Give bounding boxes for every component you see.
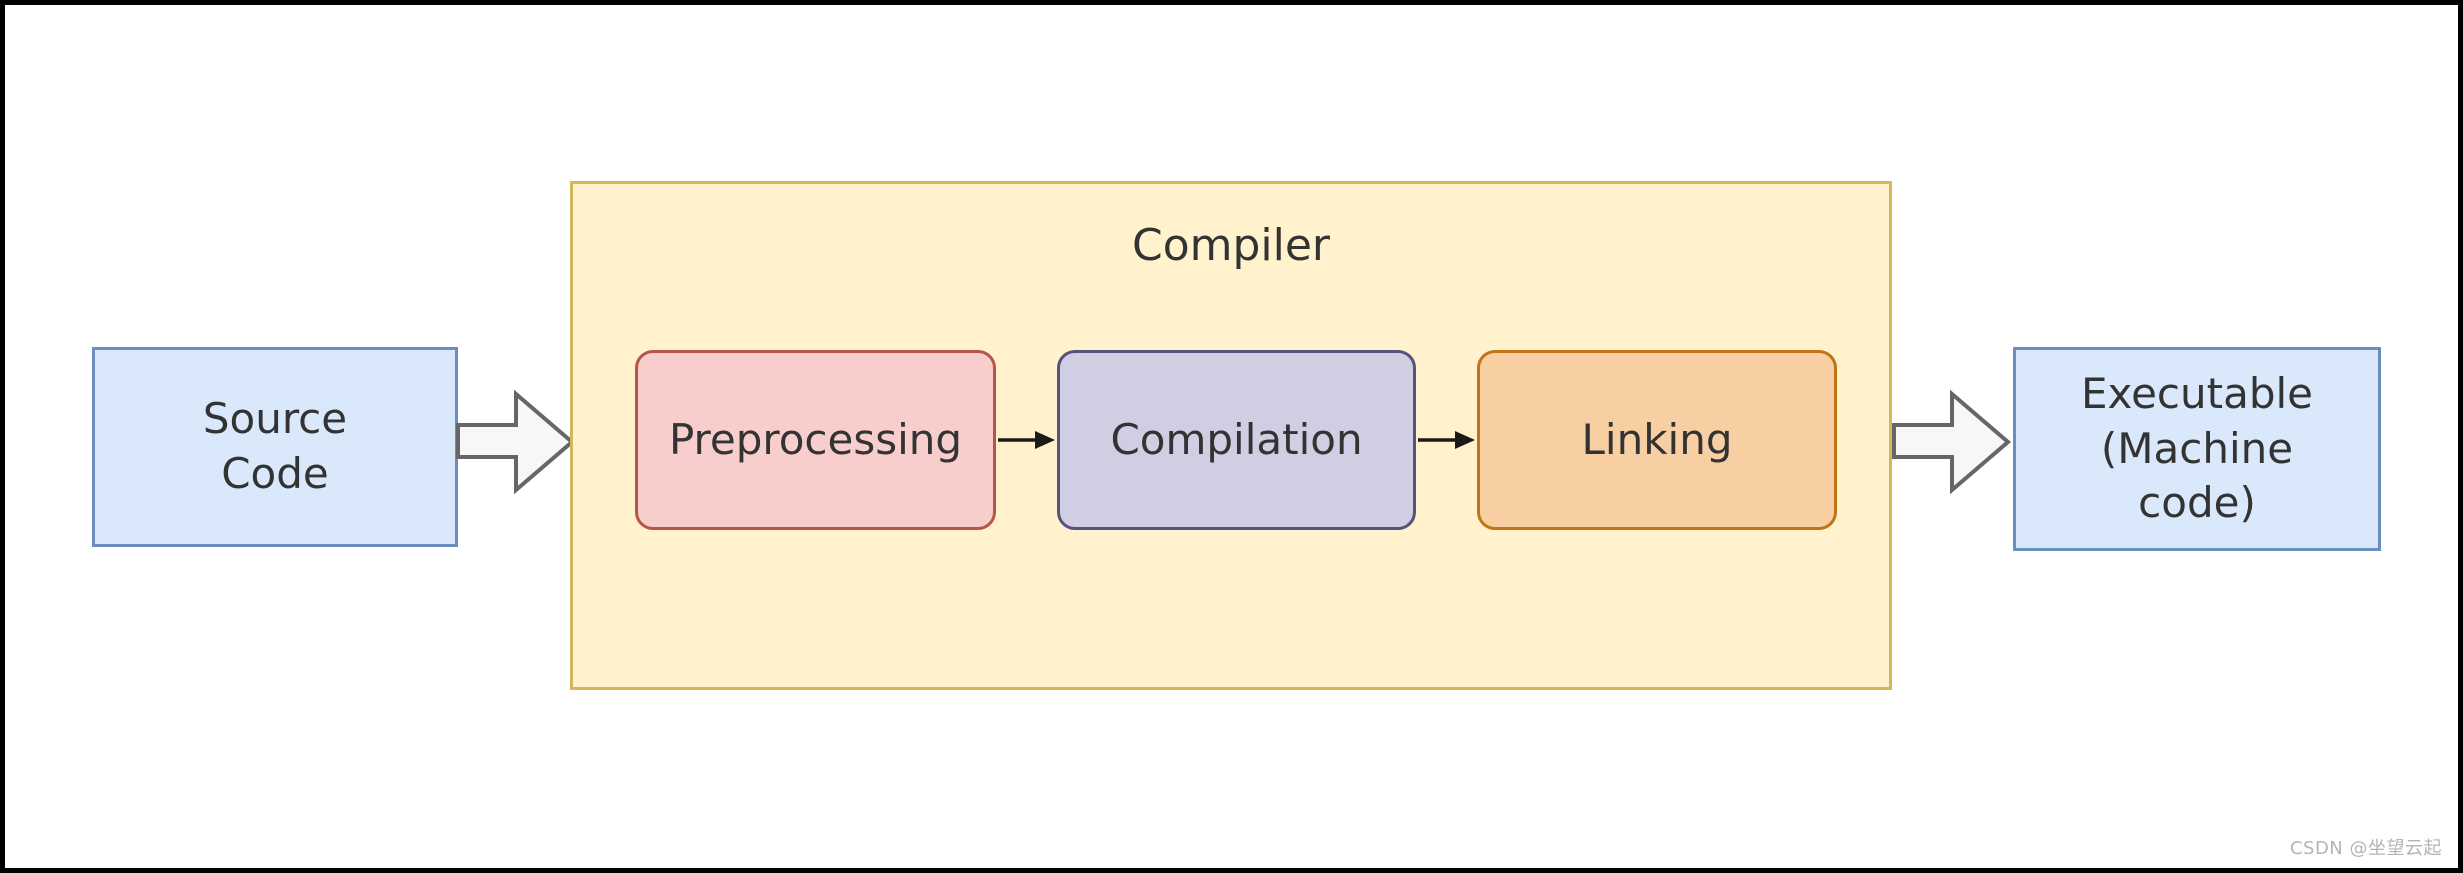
watermark: CSDN @坐望云起	[2289, 838, 2442, 859]
node-source-code: Source Code	[92, 347, 458, 547]
node-preprocessing: Preprocessing	[635, 350, 996, 530]
block-arrow-compiler-to-executable	[1892, 390, 2012, 494]
block-arrow-source-to-compiler	[456, 390, 576, 494]
compiler-group: Compiler Preprocessing Compilation Linki…	[570, 181, 1892, 690]
node-source-code-label: Source Code	[202, 394, 348, 498]
arrow-compilation-to-linking	[1418, 431, 1475, 449]
node-compilation-label: Compilation	[1110, 414, 1363, 464]
node-executable-label: Executable (Machine code)	[2080, 369, 2314, 528]
node-compilation: Compilation	[1057, 350, 1416, 530]
node-linking: Linking	[1477, 350, 1837, 530]
node-preprocessing-label: Preprocessing	[668, 414, 963, 464]
arrow-preprocessing-to-compilation	[998, 431, 1055, 449]
compiler-group-title: Compiler	[1131, 220, 1331, 271]
node-executable: Executable (Machine code)	[2013, 347, 2381, 551]
node-linking-label: Linking	[1581, 414, 1733, 464]
